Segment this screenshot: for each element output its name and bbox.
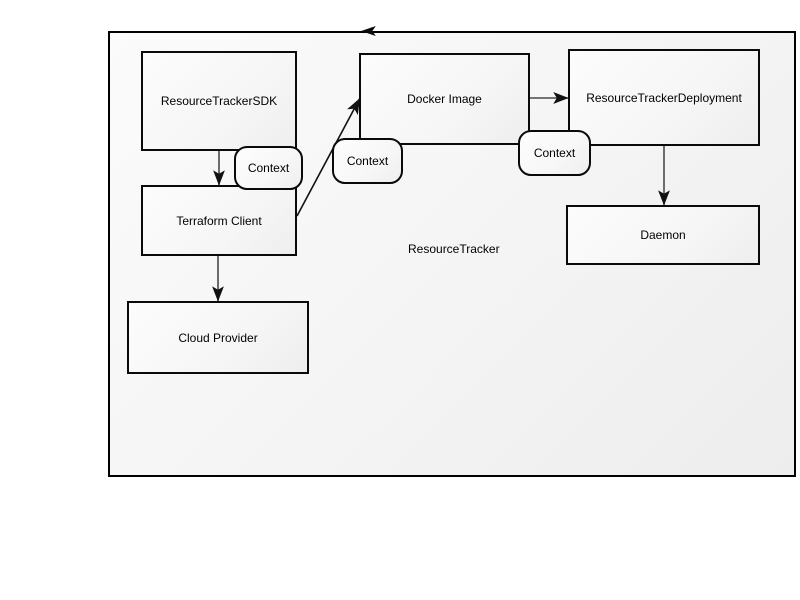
context-label: Context xyxy=(346,154,389,168)
node-terraform-client[interactable]: Terraform Client xyxy=(141,185,297,256)
context-label: Context xyxy=(247,161,290,175)
node-label: ResourceTrackerSDK xyxy=(160,94,278,108)
node-label: Cloud Provider xyxy=(178,330,258,345)
node-context-docker-deployment[interactable]: Context xyxy=(518,130,591,176)
node-label: ResourceTrackerDeployment xyxy=(586,90,742,105)
context-label: Context xyxy=(533,146,576,160)
node-docker-image[interactable]: Docker Image xyxy=(359,53,530,145)
node-resourcetrackersdk[interactable]: ResourceTrackerSDK xyxy=(141,51,297,151)
node-context-sdk-terraform[interactable]: Context xyxy=(234,146,303,190)
node-label: Terraform Client xyxy=(176,213,262,228)
node-cloud-provider[interactable]: Cloud Provider xyxy=(127,301,309,374)
node-context-docker-left[interactable]: Context xyxy=(332,138,403,184)
node-label: Daemon xyxy=(640,228,686,242)
node-daemon[interactable]: Daemon xyxy=(566,205,760,265)
resource-tracker-label: ResourceTracker xyxy=(408,242,500,256)
node-label: Docker Image xyxy=(407,92,482,106)
node-resourcetrackerdeployment[interactable]: ResourceTrackerDeployment xyxy=(568,49,760,146)
